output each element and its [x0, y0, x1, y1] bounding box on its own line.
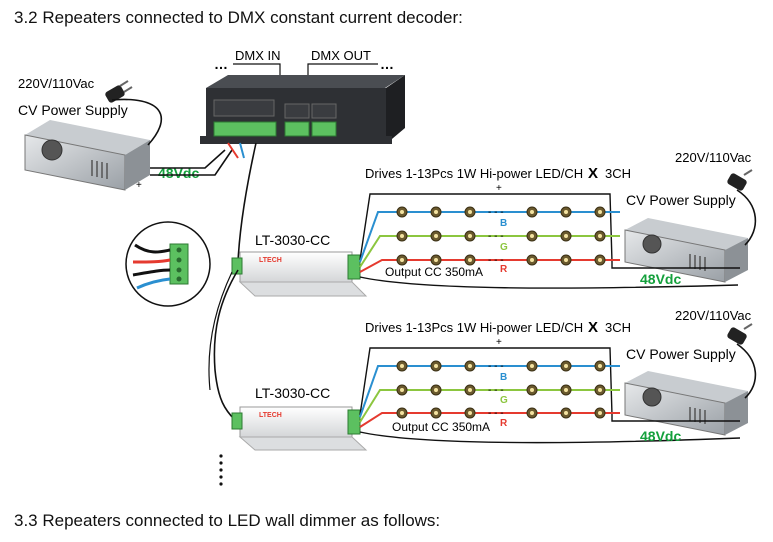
led-lens — [468, 364, 472, 368]
led-lens — [434, 388, 438, 392]
repeater-2-supply-output: 48Vdc — [640, 428, 681, 444]
led-array-1: - - - - - - - - - — [396, 206, 606, 266]
repeater-1-output: Output CC 350mA — [385, 265, 483, 279]
led-ellipsis: - - - — [488, 385, 504, 396]
section-heading-3-2: 3.2 Repeaters connected to DMX constant … — [14, 8, 463, 27]
repeater-1-supply-name: CV Power Supply — [626, 192, 736, 208]
channel-label-b-1: B — [500, 218, 507, 229]
led-lens — [598, 411, 602, 415]
led-lens — [530, 210, 534, 214]
led-lens — [434, 234, 438, 238]
led-lens — [530, 258, 534, 262]
led-lens — [468, 234, 472, 238]
repeater-1-brand: LTECH — [259, 257, 282, 264]
led-lens — [530, 364, 534, 368]
led-lens — [400, 210, 404, 214]
led-ellipsis: - - - — [488, 361, 504, 372]
channel-label-b-2: B — [500, 372, 507, 383]
led-lens — [434, 364, 438, 368]
led-lens — [564, 258, 568, 262]
svg-text:+: + — [136, 180, 142, 191]
terminal-zoom-inset — [125, 221, 211, 307]
left-supply-output: 48Vdc — [158, 165, 199, 181]
svg-text:+: + — [496, 337, 502, 348]
led-lens — [400, 258, 404, 262]
repeater-2-supply-voltage: 220V/110Vac — [675, 308, 752, 323]
repeater-2-drives: Drives 1-13Pcs 1W Hi-power LED/CH — [365, 320, 583, 335]
led-lens — [468, 411, 472, 415]
left-supply-name: CV Power Supply — [18, 102, 128, 118]
right-plug-icon-2 — [727, 323, 753, 345]
left-power-supply — [24, 120, 150, 191]
channel-label-r-2: R — [500, 418, 508, 429]
led-lens — [468, 210, 472, 214]
led-lens — [598, 258, 602, 262]
repeater-1-model: LT-3030-CC — [255, 232, 330, 248]
led-array-2: - - - - - - - - - — [396, 360, 606, 419]
repeater-1-channels: 3CH — [605, 166, 631, 181]
led-lens — [598, 364, 602, 368]
right-power-supply-1 — [624, 218, 748, 283]
led-ellipsis: - - - — [488, 408, 504, 419]
repeater-1-multiplier: X — [588, 165, 598, 182]
left-plug-icon — [105, 80, 133, 103]
svg-text:+: + — [496, 183, 502, 194]
repeater-1-supply-output: 48Vdc — [640, 271, 681, 287]
repeater-2-multiplier: X — [588, 319, 598, 336]
repeater-2-model: LT-3030-CC — [255, 385, 330, 401]
led-lens — [598, 234, 602, 238]
led-lens — [400, 364, 404, 368]
led-lens — [530, 234, 534, 238]
led-lens — [564, 234, 568, 238]
led-lens — [400, 388, 404, 392]
repeater-1 — [231, 251, 368, 297]
repeater-2 — [231, 406, 368, 451]
led-lens — [468, 258, 472, 262]
svg-text:…: … — [380, 56, 394, 72]
dmx-out-label: DMX OUT — [311, 48, 371, 63]
dmx-in-label: DMX IN — [235, 48, 281, 63]
led-lens — [468, 388, 472, 392]
left-supply-voltage: 220V/110Vac — [18, 76, 95, 91]
led-lens — [564, 388, 568, 392]
led-lens — [564, 411, 568, 415]
repeater-2-channels: 3CH — [605, 320, 631, 335]
led-lens — [434, 210, 438, 214]
led-lens — [530, 388, 534, 392]
channel-label-r-1: R — [500, 264, 508, 275]
led-lens — [598, 388, 602, 392]
led-lens — [564, 364, 568, 368]
led-lens — [530, 411, 534, 415]
led-lens — [400, 411, 404, 415]
channel-label-g-2: G — [500, 395, 508, 406]
svg-text:…: … — [214, 56, 228, 72]
repeater-2-output: Output CC 350mA — [392, 420, 490, 434]
repeater-2-supply-name: CV Power Supply — [626, 346, 736, 362]
led-lens — [434, 258, 438, 262]
led-lens — [434, 411, 438, 415]
led-ellipsis: - - - — [488, 231, 504, 242]
dmx-decoder — [200, 75, 405, 144]
led-ellipsis: - - - — [488, 207, 504, 218]
right-plug-icon-1 — [727, 169, 753, 191]
right-power-supply-2 — [624, 371, 748, 436]
led-lens — [564, 210, 568, 214]
channel-label-g-1: G — [500, 242, 508, 253]
repeater-1-drives: Drives 1-13Pcs 1W Hi-power LED/CH — [365, 166, 583, 181]
led-lens — [598, 210, 602, 214]
repeater-1-supply-voltage: 220V/110Vac — [675, 150, 752, 165]
led-ellipsis: - - - — [488, 255, 504, 266]
section-heading-3-3: 3.3 Repeaters connected to LED wall dimm… — [14, 511, 441, 530]
led-lens — [400, 234, 404, 238]
repeater-2-brand: LTECH — [259, 412, 282, 419]
continuation-dots — [219, 454, 223, 486]
